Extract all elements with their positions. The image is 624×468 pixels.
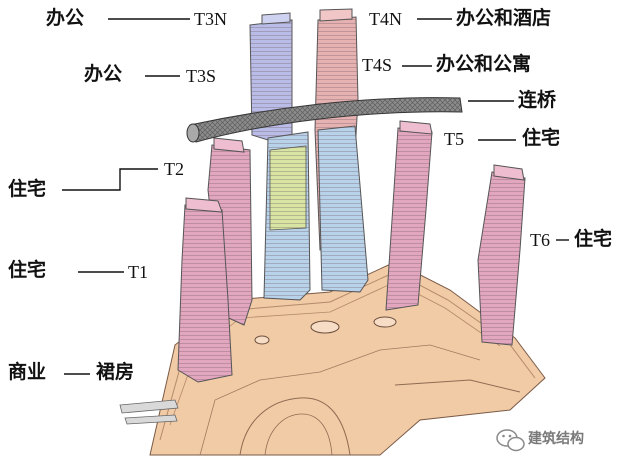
label-t6-use: 住宅 bbox=[574, 228, 613, 250]
label-podium: 裙房 bbox=[96, 361, 135, 383]
leader-lines bbox=[62, 18, 569, 375]
label-t3s: T3S bbox=[186, 66, 217, 86]
tower-t3s bbox=[263, 131, 311, 301]
tower-t5 bbox=[385, 120, 433, 311]
tower-t3n bbox=[249, 12, 293, 151]
label-t5-use: 住宅 bbox=[522, 127, 561, 149]
label-t3n-use: 办公 bbox=[46, 7, 85, 29]
label-t4n: T4N bbox=[369, 9, 402, 29]
tower-t1 bbox=[177, 197, 233, 383]
label-t3n: T3N bbox=[194, 9, 227, 29]
wechat-icon bbox=[496, 429, 525, 452]
label-t4n-use: 办公和酒店 bbox=[456, 7, 552, 29]
label-t1: T1 bbox=[128, 262, 148, 282]
label-t2-use: 住宅 bbox=[8, 178, 47, 200]
label-t4s: T4S bbox=[362, 55, 393, 75]
label-podium-use: 商业 bbox=[8, 361, 47, 383]
ramp bbox=[119, 399, 179, 414]
watermark-text: 建筑结构 bbox=[528, 431, 584, 447]
label-t5: T5 bbox=[444, 129, 464, 149]
label-t4s-use: 办公和公寓 bbox=[436, 53, 532, 75]
tower-t4s bbox=[317, 125, 369, 293]
sky-bridge bbox=[186, 97, 463, 143]
label-t3s-use: 办公 bbox=[84, 63, 123, 85]
plaza-ring bbox=[310, 320, 340, 334]
label-t2: T2 bbox=[164, 159, 184, 179]
label-t1-use: 住宅 bbox=[8, 259, 47, 281]
label-t6: T6 bbox=[530, 230, 550, 250]
tower-t6 bbox=[477, 164, 526, 346]
label-bridge: 连桥 bbox=[518, 89, 557, 111]
